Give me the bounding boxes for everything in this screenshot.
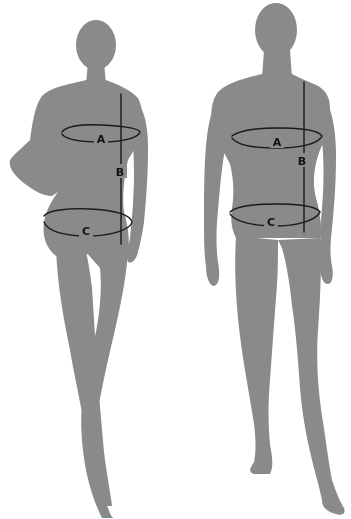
male-label-b: B — [298, 155, 306, 168]
female-label-b: B — [116, 166, 124, 179]
male-figure: A B C — [204, 3, 345, 515]
female-label-a: A — [97, 133, 106, 146]
female-label-c: C — [82, 225, 90, 238]
female-silhouette — [10, 20, 148, 518]
male-label-a: A — [273, 136, 282, 149]
male-silhouette — [204, 3, 345, 515]
male-label-c: C — [267, 216, 275, 229]
female-figure: A B C — [10, 20, 148, 518]
